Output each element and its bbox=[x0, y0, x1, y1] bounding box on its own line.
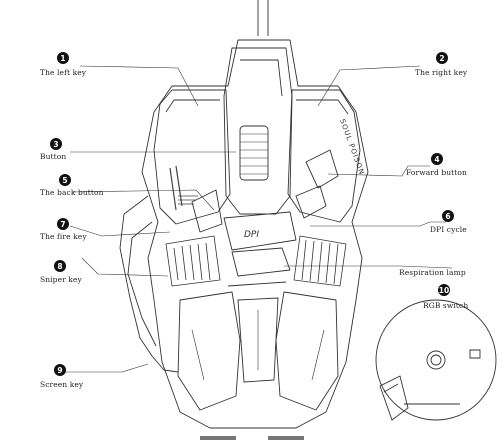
rgb-switch-inset bbox=[375, 299, 497, 421]
label-fire-key: The fire key bbox=[40, 232, 87, 241]
dpi-plate bbox=[223, 211, 297, 251]
left-grip bbox=[119, 195, 179, 373]
label-back-button: The back button bbox=[40, 188, 104, 197]
callout-marker-6: 6 bbox=[442, 210, 454, 222]
svg-text:2: 2 bbox=[439, 54, 444, 63]
label-sniper-key: Sniper key bbox=[40, 275, 82, 284]
callout-marker-3: 3 bbox=[50, 138, 62, 150]
callout-marker-4: 4 bbox=[431, 153, 443, 165]
label-forward-button: Forward button bbox=[406, 168, 467, 177]
svg-text:10: 10 bbox=[439, 286, 449, 295]
back-button bbox=[191, 189, 223, 233]
svg-text:5: 5 bbox=[62, 176, 67, 185]
label-respiration-lamp: Respiration lamp bbox=[399, 268, 466, 277]
left-vents bbox=[178, 195, 198, 205]
svg-text:4: 4 bbox=[434, 155, 439, 164]
callout-marker-9: 9 bbox=[54, 364, 66, 376]
left-led-strip bbox=[169, 165, 183, 211]
palm-rest bbox=[177, 291, 241, 411]
svg-text:9: 9 bbox=[57, 366, 62, 375]
callout-marker-1: 1 bbox=[57, 52, 69, 64]
right-grille bbox=[293, 235, 347, 287]
mouse-cable bbox=[257, 0, 269, 36]
respiration-lamp bbox=[231, 247, 291, 277]
dpi-text: DPI bbox=[244, 230, 259, 240]
left-grille bbox=[165, 235, 221, 287]
label-dpi-cycle: DPI cycle bbox=[430, 225, 467, 234]
leader-lamp bbox=[284, 265, 453, 269]
scroll-wheel bbox=[239, 125, 269, 181]
leader-9 bbox=[60, 363, 149, 373]
leader-6 bbox=[310, 221, 446, 227]
center-column bbox=[223, 47, 293, 215]
leader-8 bbox=[81, 257, 169, 277]
leader-lines bbox=[60, 65, 453, 373]
svg-text:1: 1 bbox=[60, 54, 65, 63]
leader-4 bbox=[327, 165, 430, 177]
leader-2 bbox=[317, 65, 421, 107]
leader-7 bbox=[69, 225, 171, 237]
svg-text:3: 3 bbox=[53, 140, 58, 149]
forward-button bbox=[295, 185, 327, 219]
callout-marker-5: 5 bbox=[59, 174, 71, 186]
label-screen-key: Screen key bbox=[40, 380, 84, 389]
callout-marker-10: 10 bbox=[438, 284, 450, 296]
bottom-tabs bbox=[200, 436, 304, 440]
callout-marker-2: 2 bbox=[436, 52, 448, 64]
callout-marker-8: 8 bbox=[54, 260, 66, 272]
label-button: Button bbox=[40, 152, 67, 161]
svg-text:6: 6 bbox=[445, 212, 450, 221]
leader-1 bbox=[79, 65, 199, 107]
brand-text: SOUL POISON bbox=[338, 118, 366, 176]
label-left-key: The left key bbox=[40, 68, 87, 77]
leader-5 bbox=[71, 189, 215, 211]
left-key bbox=[153, 89, 231, 225]
svg-text:8: 8 bbox=[57, 262, 62, 271]
callout-marker-7: 7 bbox=[57, 218, 69, 230]
label-rgb-switch: RGB switch bbox=[423, 301, 469, 310]
label-right-key: The right key bbox=[415, 68, 468, 77]
svg-text:7: 7 bbox=[60, 220, 65, 229]
right-key bbox=[287, 89, 361, 223]
